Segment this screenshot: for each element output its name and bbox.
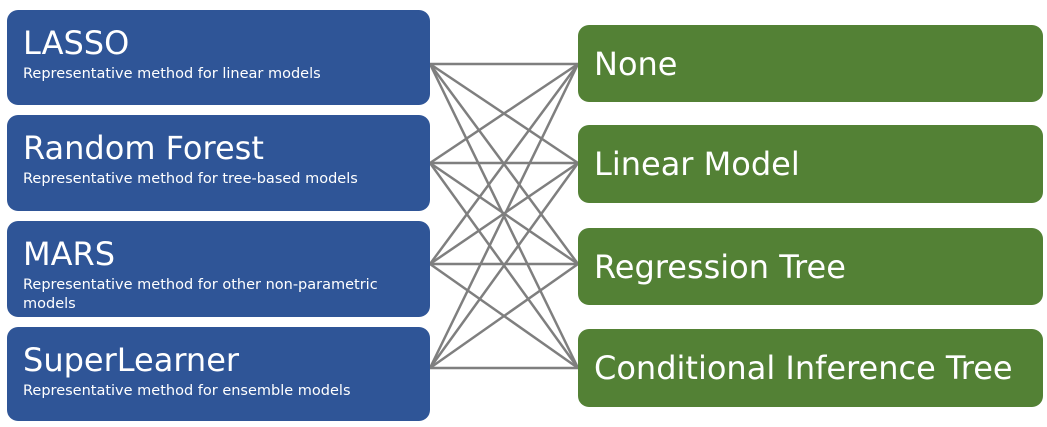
method-name: Random Forest (23, 129, 264, 167)
method-name: MARS (23, 235, 116, 273)
adjustment-name: Regression Tree (594, 247, 846, 286)
adjustment-box-regression-tree: Regression Tree (578, 228, 1043, 305)
adjustment-box-linear-model: Linear Model (578, 125, 1043, 203)
method-box-superlearner: SuperLearner Representative method for e… (7, 327, 430, 421)
method-box-random-forest: Random Forest Representative method for … (7, 115, 430, 211)
adjustment-name: Linear Model (594, 145, 800, 183)
method-name: LASSO (23, 24, 130, 62)
method-description: Representative method for ensemble model… (23, 383, 351, 399)
connector-line (428, 63, 580, 369)
adjustment-name: None (594, 44, 678, 83)
adjustment-box-conditional-inference-tree: Conditional Inference Tree (578, 329, 1043, 407)
adjustment-name: Conditional Inference Tree (594, 349, 1013, 387)
connector-line (429, 262, 579, 370)
adjustment-box-none: None (578, 25, 1043, 102)
connector-line (428, 63, 580, 265)
method-description: Representative method for linear models (23, 66, 321, 82)
method-box-lasso: LASSO Representative method for linear m… (7, 10, 430, 105)
connector-line (428, 162, 580, 369)
method-box-mars: MARS Representative method for other non… (7, 221, 430, 317)
method-description: Representative method for tree-based mod… (23, 171, 358, 187)
method-name: SuperLearner (23, 341, 240, 379)
method-description: Representative method for other non-para… (23, 277, 378, 312)
connector-line (429, 62, 579, 165)
